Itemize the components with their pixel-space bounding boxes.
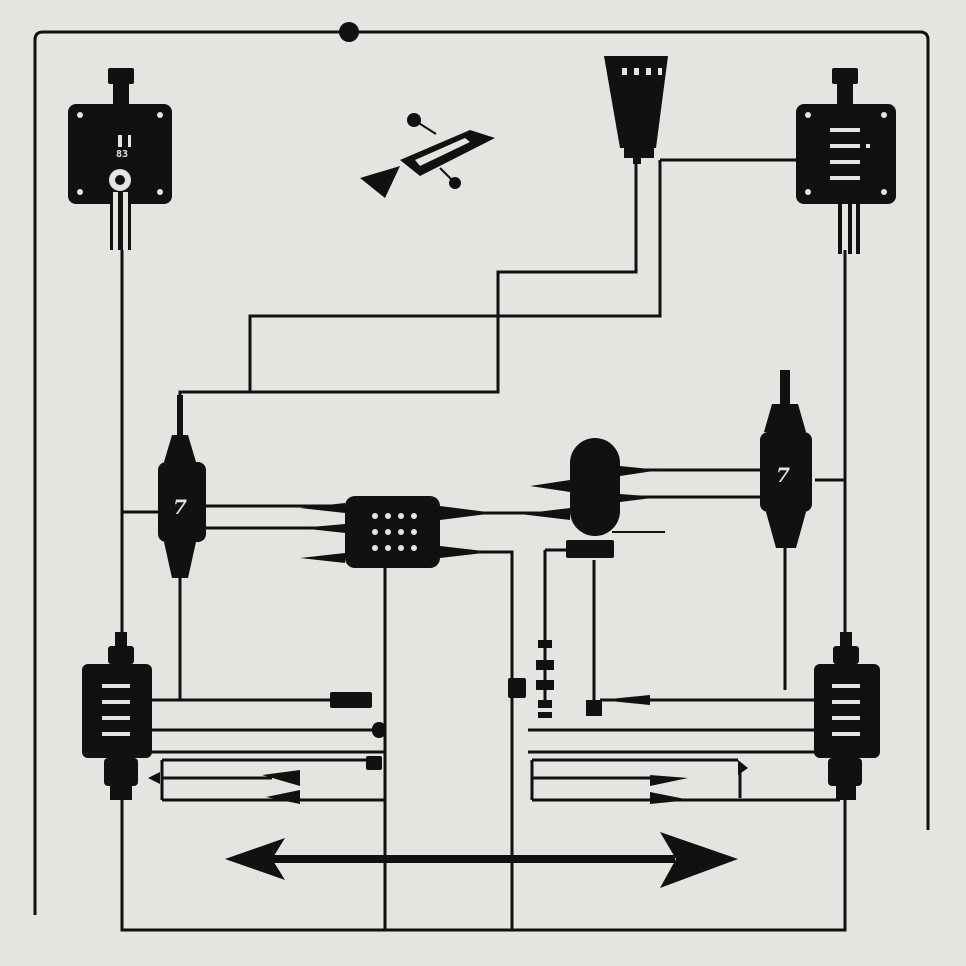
junction-hub-icon	[300, 496, 495, 568]
connector-number: 7	[173, 495, 187, 519]
module-icon-right	[814, 632, 880, 800]
sensor-icon	[796, 68, 896, 254]
module-icon	[82, 632, 160, 800]
meter-readout: 83	[116, 149, 128, 160]
probe-icon	[604, 56, 668, 164]
junction-node	[339, 22, 359, 42]
inline-connector-icon: 7	[158, 395, 206, 578]
meter-icon: 83	[68, 68, 172, 250]
capsule-component	[520, 438, 660, 558]
double-arrow-icon	[225, 832, 738, 888]
tool-icon	[360, 113, 495, 198]
small-components	[330, 640, 650, 770]
inline-connector-icon-right: 7	[760, 370, 812, 548]
outer-frame-wires	[33, 22, 930, 915]
rail-arrows	[262, 760, 748, 804]
connector-number-right: 7	[776, 463, 790, 487]
routing-wires	[120, 158, 847, 932]
